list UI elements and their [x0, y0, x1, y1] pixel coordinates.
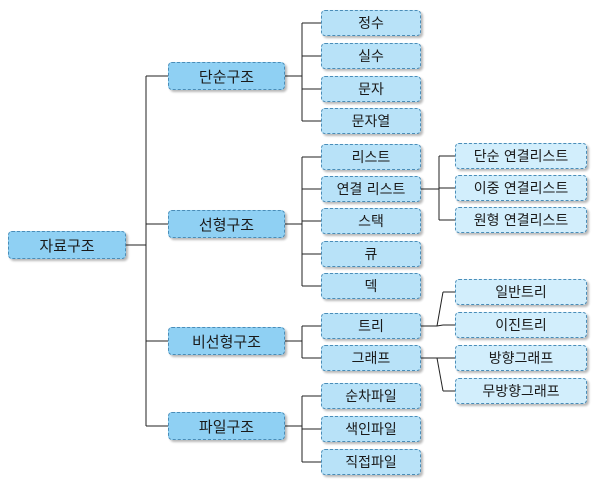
category-linear: 선형구조: [168, 210, 285, 238]
category-simple: 단순구조: [168, 62, 285, 90]
node-linked-list: 연결 리스트: [321, 176, 421, 202]
leaf-indexed-file: 색인파일: [321, 416, 421, 442]
leaf-stack: 스택: [321, 208, 421, 234]
leaf-string: 문자열: [321, 108, 421, 134]
leaf-real: 실수: [321, 43, 421, 69]
root-node: 자료구조: [8, 231, 126, 259]
leaf-integer: 정수: [321, 10, 421, 36]
leaf-circular-linked-list: 원형 연결리스트: [455, 207, 587, 233]
leaf-singly-linked-list: 단순 연결리스트: [455, 143, 587, 169]
leaf-doubly-linked-list: 이중 연결리스트: [455, 175, 587, 201]
category-file: 파일구조: [168, 412, 285, 440]
connector-line: [436, 291, 444, 327]
leaf-general-tree: 일반트리: [455, 279, 587, 305]
category-nonlinear: 비선형구조: [168, 327, 285, 355]
leaf-queue: 큐: [321, 241, 421, 267]
leaf-binary-tree: 이진트리: [455, 312, 587, 338]
leaf-direct-file: 직접파일: [321, 449, 421, 475]
leaf-deque: 덱: [321, 273, 421, 299]
leaf-char: 문자: [321, 76, 421, 102]
leaf-sequential-file: 순차파일: [321, 383, 421, 409]
connector-line: [436, 324, 444, 327]
leaf-undirected-graph: 무방향그래프: [455, 378, 587, 404]
node-tree: 트리: [321, 313, 421, 339]
leaf-list: 리스트: [321, 144, 421, 170]
connector-line: [436, 357, 444, 392]
leaf-directed-graph: 방향그래프: [455, 345, 587, 371]
node-graph: 그래프: [321, 345, 421, 371]
